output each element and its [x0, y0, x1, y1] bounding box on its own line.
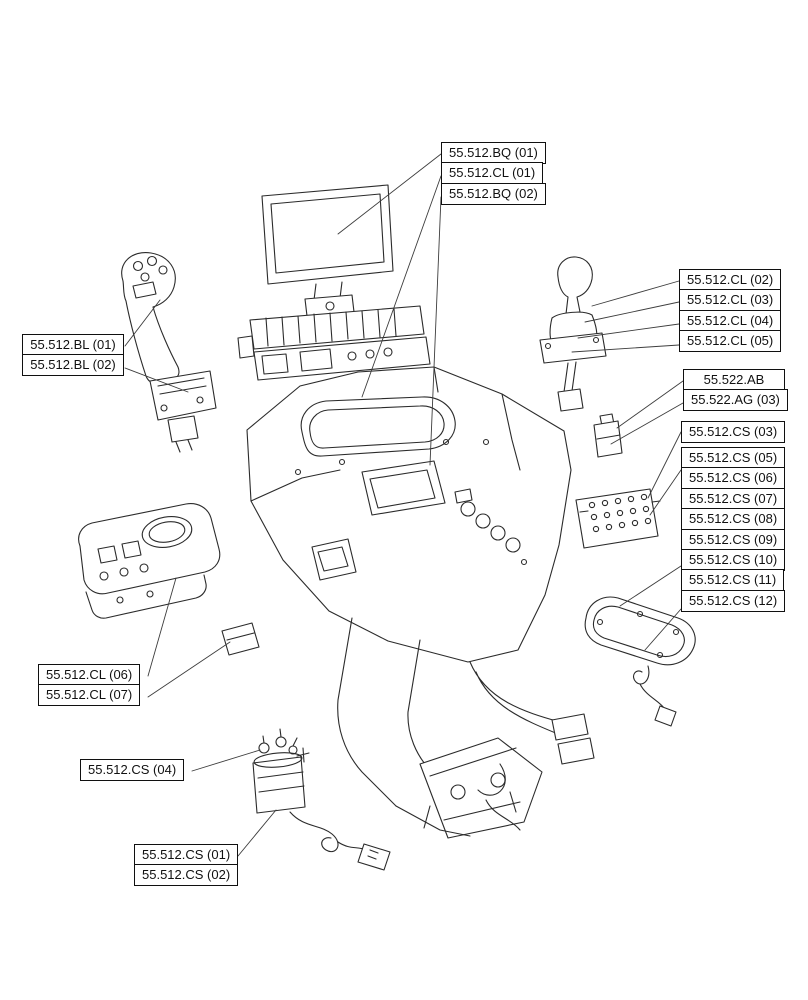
label-55-512-cs-01[interactable]: 55.512.CS (01) [134, 844, 239, 866]
multifunction-handle-part [121, 252, 217, 453]
label-group-522: 55.522.AB 55.522.AG (03) [683, 369, 788, 412]
label-55-512-cl-06[interactable]: 55.512.CL (06) [38, 664, 141, 686]
label-55-512-cl-07[interactable]: 55.512.CL (07) [38, 684, 141, 707]
label-55-512-cs-02[interactable]: 55.512.CS (02) [134, 864, 239, 887]
label-group-cs-bottom: 55.512.CS (01) 55.512.CS (02) [134, 844, 239, 887]
label-55-512-cs-12[interactable]: 55.512.CS (12) [681, 589, 786, 612]
label-group-cs-right: 55.512.CS (05) 55.512.CS (06) 55.512.CS … [681, 447, 786, 612]
label-55-512-cs-09[interactable]: 55.512.CS (09) [681, 528, 786, 551]
label-55-512-bq-01[interactable]: 55.512.BQ (01) [441, 142, 546, 164]
left-control-panel-part [78, 503, 221, 619]
armrest-pad-part [584, 596, 696, 727]
label-55-512-cs-05[interactable]: 55.512.CS (05) [681, 447, 786, 469]
support-column-harness-part [337, 617, 595, 839]
joystick-part [539, 256, 607, 412]
label-55-512-cs-03[interactable]: 55.512.CS (03) [681, 421, 786, 443]
label-55-512-bl-02[interactable]: 55.512.BL (02) [22, 354, 124, 377]
monitor-part [261, 184, 394, 317]
console-body-part [246, 366, 572, 663]
label-group-bl: 55.512.BL (01) 55.512.BL (02) [22, 334, 124, 377]
label-55-512-cl-01[interactable]: 55.512.CL (01) [441, 162, 544, 185]
label-55-512-bl-01[interactable]: 55.512.BL (01) [22, 334, 124, 356]
label-group-cl-right: 55.512.CL (02) 55.512.CL (03) 55.512.CL … [679, 269, 782, 353]
label-55-512-cs-07[interactable]: 55.512.CS (07) [681, 487, 786, 510]
label-55-512-cl-03[interactable]: 55.512.CL (03) [679, 289, 782, 312]
leader-lines [124, 153, 684, 857]
label-group-top: 55.512.BQ (01) 55.512.CL (01) 55.512.BQ … [441, 142, 546, 205]
label-55-512-cl-04[interactable]: 55.512.CL (04) [679, 309, 782, 332]
label-55-512-bq-02[interactable]: 55.512.BQ (02) [441, 182, 546, 205]
label-55-512-cs-06[interactable]: 55.512.CS (06) [681, 467, 786, 490]
mount-bracket-part [237, 305, 431, 381]
label-55-512-cs-10[interactable]: 55.512.CS (10) [681, 549, 786, 572]
label-55-512-cs-11[interactable]: 55.512.CS (11) [681, 569, 785, 592]
label-group-cl-left: 55.512.CL (06) 55.512.CL (07) [38, 664, 141, 707]
connector-module-part [575, 488, 661, 549]
label-55-512-cs-04[interactable]: 55.512.CS (04) [80, 759, 185, 781]
solenoid-cable-part [252, 728, 391, 871]
small-bracket-part [221, 622, 260, 656]
label-55-512-cl-05[interactable]: 55.512.CL (05) [679, 330, 782, 353]
label-55-522-ag-03[interactable]: 55.522.AG (03) [683, 389, 788, 412]
label-group-cs04: 55.512.CS (04) [80, 759, 185, 781]
label-55-512-cs-08[interactable]: 55.512.CS (08) [681, 508, 786, 531]
label-55-522-ab[interactable]: 55.522.AB [683, 369, 785, 391]
label-group-cs03: 55.512.CS (03) [681, 421, 786, 443]
label-55-512-cl-02[interactable]: 55.512.CL (02) [679, 269, 782, 291]
rocker-switch-part [593, 413, 623, 458]
